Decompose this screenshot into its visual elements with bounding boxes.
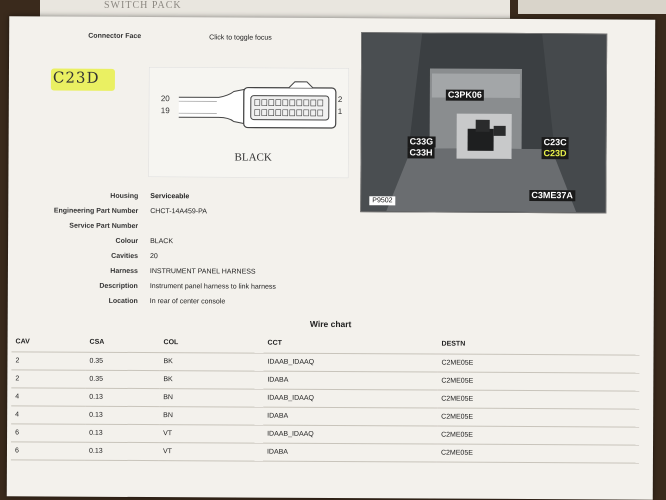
photo-label-c33h: C33H [407, 147, 435, 159]
cell-csa: 0.35 [85, 370, 160, 389]
cell-col: BN [159, 406, 264, 426]
cell-cct: IDABA [262, 443, 438, 463]
detail-value-housing: Serviceable [150, 193, 190, 201]
detail-value-engineering-part: CHCT-14A459-PA [150, 208, 207, 216]
cell-col: BK [159, 352, 264, 372]
cell-cct: IDAAB_IDAAQ [263, 353, 438, 373]
cell-col: BN [159, 388, 264, 408]
background-sheet-right [518, 0, 666, 14]
cell-col: VT [158, 442, 264, 462]
pin-label-19: 19 [161, 106, 170, 115]
photo-label-c3me37a: C3ME37A [529, 190, 575, 202]
pin-label-2: 2 [338, 95, 343, 104]
col-header-csa: CSA [85, 334, 160, 353]
cell-csa: 0.13 [85, 406, 160, 425]
cell-destn: C2ME05E [437, 426, 640, 446]
detail-label-cavities: Cavities [111, 252, 139, 260]
cell-cav: 6 [10, 441, 86, 461]
cell-cct: IDAAB_IDAAQ [263, 389, 438, 409]
cell-destn: C2ME05E [437, 354, 640, 374]
photo-illustration [361, 33, 607, 213]
detail-label-location: Location [108, 297, 138, 305]
photo-label-c3pk06: C3PK06 [445, 89, 484, 101]
cell-cav: 4 [11, 405, 86, 425]
detail-value-harness: INSTRUMENT PANEL HARNESS [149, 268, 256, 276]
detail-label-service-part: Service Part Number [69, 222, 139, 230]
col-header-col: COL [159, 335, 264, 354]
connector-colour-caption: BLACK [234, 151, 271, 163]
cell-col: BK [159, 370, 264, 390]
wire-chart-table: CAV CSA COL CCT DESTN 2 0.35 BK IDAAB_ID… [10, 334, 640, 464]
detail-label-description: Description [99, 282, 138, 290]
pin-label-20: 20 [161, 94, 170, 103]
cell-cav: 2 [11, 351, 86, 371]
pin-label-1: 1 [338, 107, 343, 116]
cell-destn: C2ME05E [436, 444, 640, 464]
detail-label-colour: Colour [115, 237, 139, 245]
detail-label-housing: Housing [110, 192, 139, 200]
cell-cav: 4 [11, 387, 86, 407]
cell-csa: 0.13 [85, 388, 160, 407]
connector-face-diagram[interactable]: 20 19 2 1 BLACK [148, 67, 349, 179]
cell-destn: C2ME05E [437, 408, 640, 428]
detail-label-engineering-part: Engineering Part Number [53, 207, 139, 215]
photo-label-c33g: C33G [407, 136, 436, 148]
printed-page: Connector Face Click to toggle focus C23… [6, 16, 656, 500]
col-header-destn: DESTN [437, 336, 640, 356]
pin-row-bottom [254, 109, 324, 117]
wire-chart-title: Wire chart [309, 318, 352, 330]
col-header-cct: CCT [263, 335, 438, 355]
detail-value-cavities: 20 [149, 253, 158, 261]
pin-row-top [254, 99, 324, 107]
photo-label-c23c: C23C [541, 137, 569, 149]
cell-csa: 0.13 [85, 424, 160, 443]
table-row: 6 0.13 VT IDABA C2ME05E [10, 441, 640, 464]
cell-cct: IDAAB_IDAAQ [263, 425, 438, 445]
photo-reference: P9502 [369, 196, 396, 206]
cell-destn: C2ME05E [437, 372, 640, 392]
connector-face-label: Connector Face [88, 32, 142, 41]
detail-value-description: Instrument panel harness to link harness [149, 283, 276, 291]
detail-value-colour: BLACK [150, 238, 174, 246]
cell-cct: IDABA [263, 371, 438, 391]
cell-cct: IDABA [263, 407, 438, 427]
toggle-focus-link[interactable]: Click to toggle focus [209, 34, 272, 42]
handwritten-note: C23D [52, 68, 100, 87]
connector-latch [288, 81, 314, 89]
detail-label-harness: Harness [110, 267, 138, 275]
cell-destn: C2ME05E [437, 390, 640, 410]
location-photo[interactable]: C3PK06 C33G C33H C23C C23D C3ME37A P9502 [360, 32, 608, 214]
cell-cav: 2 [11, 369, 86, 389]
background-sheet-text: SWITCH PACK [104, 0, 182, 11]
photo-label-c23d: C23D [541, 148, 569, 160]
cell-csa: 0.13 [84, 442, 160, 461]
detail-value-location: In rear of center console [149, 298, 226, 306]
cell-csa: 0.35 [85, 352, 160, 371]
cell-col: VT [159, 424, 264, 444]
connector-cavity-frame [250, 95, 330, 121]
col-header-cav: CAV [11, 334, 86, 353]
cell-cav: 6 [11, 423, 86, 443]
